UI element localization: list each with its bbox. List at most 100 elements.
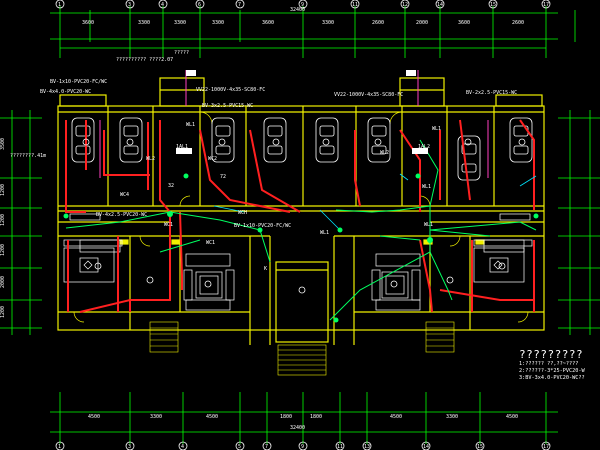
car-icon bbox=[367, 117, 391, 163]
cyan-circuits bbox=[213, 173, 537, 231]
circuit-labels: ?????????? ????2.07 ????? BV-1x10-PVC20-… bbox=[40, 50, 517, 272]
drawing-notes: ????????? 1:?????? ??,??~???? 2:??????-3… bbox=[519, 348, 600, 400]
car-icon bbox=[263, 117, 287, 163]
bottom-axis-grid bbox=[50, 392, 558, 444]
building-walls bbox=[57, 77, 545, 345]
notes-line: 1:?????? ??,??~???? bbox=[519, 361, 579, 367]
entrance-steps bbox=[149, 321, 455, 376]
cable-label: VV22-1000V-4x35-SC80-FC bbox=[196, 87, 265, 93]
axis-label: 15 bbox=[490, 2, 496, 8]
elevation-label: ????????.41m bbox=[10, 153, 46, 159]
dimension-text: 3300 bbox=[150, 414, 162, 420]
cable-label: VV22-1000V-4x35-SC80-FC bbox=[334, 92, 403, 98]
circuit-label: WC1 bbox=[164, 222, 173, 228]
ceiling-light-icon bbox=[272, 138, 280, 146]
axis-bubble: 17 bbox=[541, 441, 551, 450]
ceiling-light-icon bbox=[146, 276, 154, 284]
ceiling-light-icon bbox=[390, 280, 398, 288]
dimension-text: 2600 bbox=[512, 20, 524, 26]
switch-icon bbox=[337, 227, 343, 233]
circuit-label: WL2 bbox=[380, 150, 389, 156]
axis-bubble: 6 bbox=[195, 0, 205, 9]
ceiling-light-icon bbox=[464, 138, 472, 146]
cable-label: BV-3x2.5-PVC15-WC bbox=[202, 103, 253, 109]
power-circuits bbox=[65, 119, 535, 313]
axis-bubble: 11 bbox=[335, 441, 345, 450]
axis-bubble: 7 bbox=[262, 441, 272, 450]
axis-bubble: 15 bbox=[475, 441, 485, 450]
axis-bubble: 3 bbox=[125, 0, 135, 9]
axis-label: 5 bbox=[238, 444, 241, 450]
dimension-text: 1200 bbox=[0, 306, 6, 318]
distribution-box-icon bbox=[412, 148, 428, 154]
switch-icon bbox=[63, 213, 69, 219]
car-icon bbox=[71, 117, 95, 163]
axis-label: 7 bbox=[265, 444, 268, 450]
dimension-text: 1800 bbox=[280, 414, 292, 420]
switch-icon bbox=[427, 237, 433, 243]
dimension-text: 2600 bbox=[372, 20, 384, 26]
axis-label: 11 bbox=[337, 444, 343, 450]
dimension-text: 4500 bbox=[390, 414, 402, 420]
axis-label: 6 bbox=[198, 2, 201, 8]
dimension-total-top: 32400 bbox=[290, 7, 305, 13]
car-icon bbox=[211, 117, 235, 163]
top-axis-grid bbox=[50, 6, 576, 58]
axis-bubble: 14 bbox=[435, 0, 445, 9]
bottom-axis-bubbles: 1 3 4 5 7 9 11 13 14 15 17 bbox=[55, 441, 551, 450]
circuit-label: WL1 bbox=[186, 122, 195, 128]
ceiling-light-icon bbox=[518, 138, 526, 146]
circuit-label: WL2 bbox=[146, 156, 155, 162]
annotation-tag: ????? bbox=[174, 50, 189, 56]
left-dimension-lines bbox=[0, 110, 42, 335]
car-icon bbox=[119, 117, 143, 163]
dimension-text: 1200 bbox=[0, 214, 6, 226]
car-icon bbox=[315, 117, 339, 163]
axis-bubble: 9 bbox=[298, 441, 308, 450]
circuit-label: WC1 bbox=[206, 240, 215, 246]
distribution-boxes bbox=[176, 70, 428, 154]
axis-label: 3 bbox=[128, 2, 131, 8]
ceiling-light-icon bbox=[298, 286, 306, 294]
axis-bubble: 15 bbox=[488, 0, 498, 9]
dimension-text: 4500 bbox=[506, 414, 518, 420]
dimension-text: 3300 bbox=[138, 20, 150, 26]
axis-bubble: 1 bbox=[55, 0, 65, 9]
switch-icon bbox=[167, 211, 173, 217]
circuit-label: WC4 bbox=[120, 192, 129, 198]
dimension-text: 1200 bbox=[0, 244, 6, 256]
axis-bubble: 9 bbox=[298, 0, 308, 9]
axis-bubble: 14 bbox=[421, 441, 431, 450]
green-fixtures bbox=[63, 173, 539, 323]
ceiling-light-icon bbox=[94, 262, 102, 270]
notes-line: 3:BV-3x4.0-PVC20-WC?? bbox=[519, 375, 585, 381]
dimension-text: 1200 bbox=[0, 184, 6, 196]
axis-label: 9 bbox=[301, 2, 304, 8]
axis-label: 1 bbox=[58, 2, 61, 8]
axis-label: 11 bbox=[352, 2, 358, 8]
car-icon bbox=[457, 135, 481, 181]
axis-label: 17 bbox=[543, 2, 549, 8]
furniture bbox=[63, 213, 533, 311]
right-dimension-lines bbox=[558, 110, 600, 335]
distribution-box-label: 1AL1 bbox=[176, 144, 188, 150]
bottom-dimensions: 4500 3300 4500 1800 1800 4500 3300 4500 … bbox=[88, 414, 518, 431]
distribution-box-icon bbox=[186, 70, 196, 76]
annotation-tag: ?????????? ????2.07 bbox=[116, 57, 173, 63]
switch-icon bbox=[183, 173, 189, 179]
ceiling-light-icon bbox=[204, 280, 212, 288]
top-dimensions: 32400 3600 3300 3300 3300 3600 3300 2600… bbox=[82, 7, 524, 26]
axis-label: 14 bbox=[437, 2, 443, 8]
axis-label: 15 bbox=[477, 444, 483, 450]
ceiling-light-icon bbox=[374, 138, 382, 146]
distribution-box-label: 1AL2 bbox=[418, 144, 430, 150]
magenta-circuits bbox=[99, 70, 489, 178]
circuit-label: WL1 bbox=[424, 222, 433, 228]
left-dimension-text: 3500 1200 1200 1200 2000 1200 ????????.4… bbox=[0, 138, 46, 318]
cable-label: BV-4x2.5-PVC20-WC bbox=[96, 212, 147, 218]
notes-line: 2:??????-3*25-PVC20-W bbox=[519, 368, 585, 374]
switch-icon bbox=[415, 173, 421, 179]
axis-label: 9 bbox=[301, 444, 304, 450]
axis-label: 7 bbox=[238, 2, 241, 8]
dimension-text: 1800 bbox=[310, 414, 322, 420]
